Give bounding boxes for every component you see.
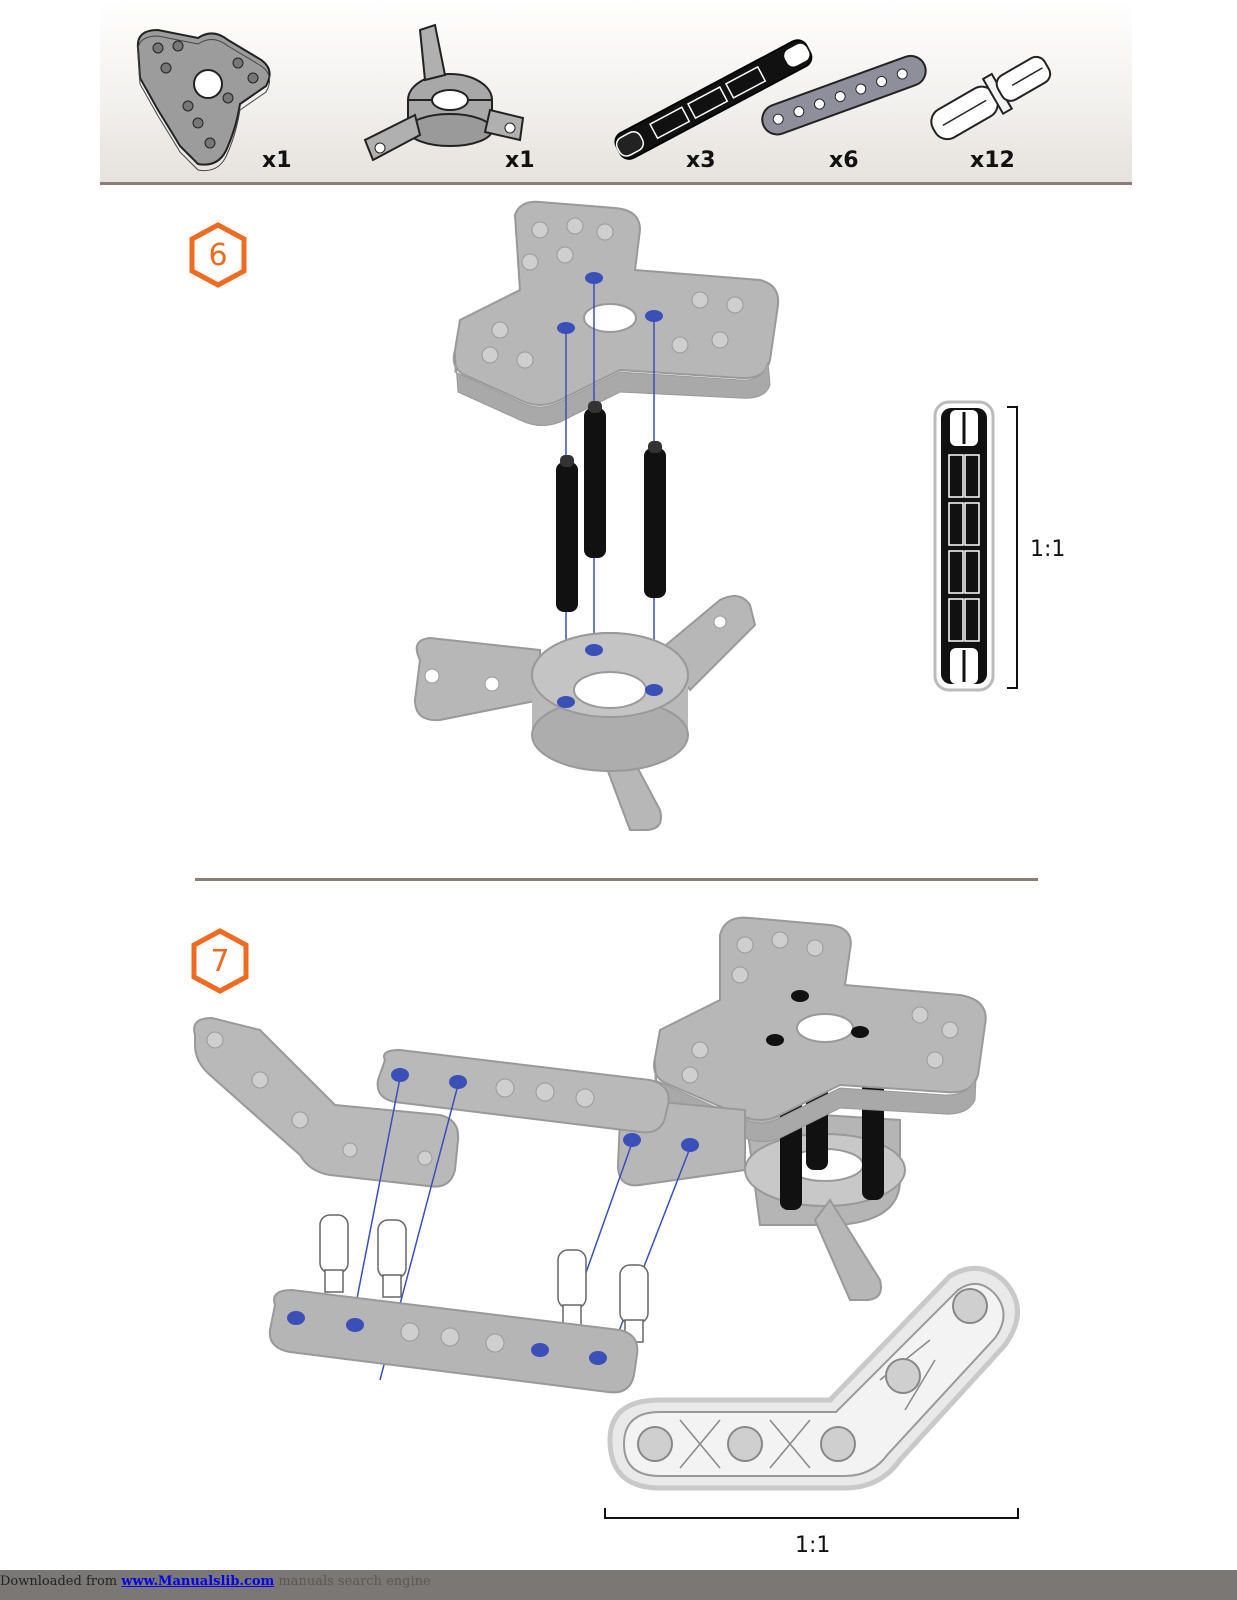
angled-beam <box>193 1016 460 1188</box>
step-number: 7 <box>210 943 230 979</box>
long-beam-top <box>376 1048 670 1134</box>
hub-connector-bottom <box>413 595 757 831</box>
manualslib-link[interactable]: www.Manualslib.com <box>121 1574 275 1589</box>
parts-list-bar <box>100 0 1132 185</box>
step-7-badge: 7 <box>190 928 250 994</box>
angled-beam-scale-drawing <box>604 1265 1020 1519</box>
axle-scale-drawing <box>933 400 1018 692</box>
part-qty: x1 <box>505 148 535 173</box>
part-qty: x1 <box>262 148 292 173</box>
hub-connector-icon <box>363 23 525 162</box>
step-6-badge: 6 <box>188 222 248 288</box>
step-6-illustration <box>413 200 1018 831</box>
scale-label: 1:1 <box>1030 537 1066 562</box>
connector-pin-icon <box>930 55 1052 141</box>
part-qty: x12 <box>970 148 1015 173</box>
footer-text: Downloaded from www.Manualslib.com manua… <box>0 1574 431 1589</box>
pins-group <box>319 1214 649 1343</box>
section-divider <box>195 878 1038 881</box>
scale-label: 1:1 <box>795 1533 831 1558</box>
axles-group <box>556 401 666 612</box>
footer-bar <box>0 1570 1237 1600</box>
footer-suffix: manuals search engine <box>274 1574 431 1589</box>
three-arm-plate-top <box>452 200 780 426</box>
hexagon-icon <box>189 222 247 288</box>
three-arm-plate-icon <box>136 28 271 172</box>
straight-beam-icon <box>761 54 927 136</box>
hexagon-icon <box>191 928 249 994</box>
step-number: 6 <box>208 237 228 273</box>
part-qty: x6 <box>829 148 859 173</box>
long-beam-bottom <box>268 1288 639 1394</box>
footer-prefix: Downloaded from <box>0 1574 122 1589</box>
part-qty: x3 <box>686 148 716 173</box>
assembled-hub <box>653 916 987 1301</box>
long-axle-icon <box>614 39 813 160</box>
